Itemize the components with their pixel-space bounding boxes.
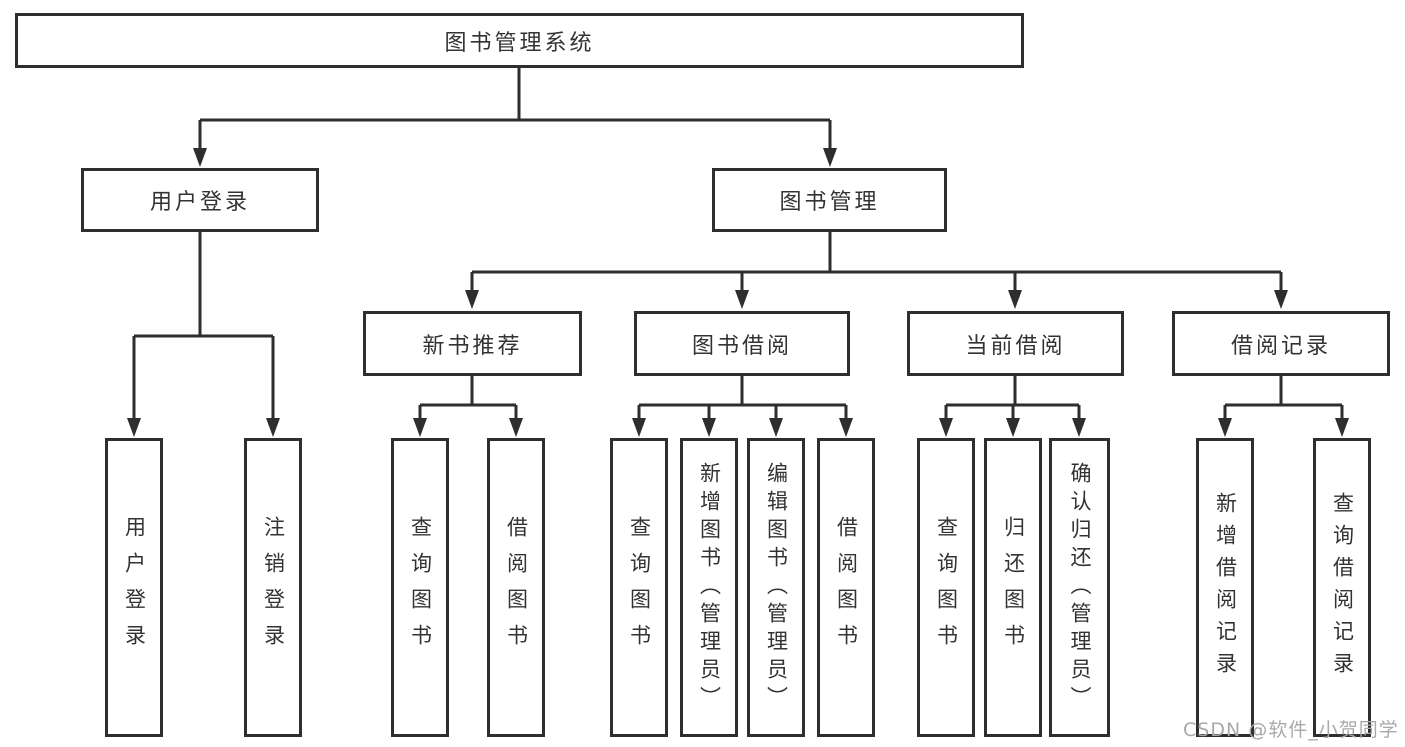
node-library-system: 图书管理系统 bbox=[15, 13, 1024, 68]
node-new-book-recommend: 新书推荐 bbox=[363, 311, 582, 376]
node-label: 当前借阅 bbox=[965, 333, 1066, 359]
node-label: 新增借阅记录 bbox=[1213, 491, 1238, 684]
arrowhead-group bbox=[127, 148, 1349, 437]
leaf-add-borrow-record: 新增借阅记录 bbox=[1196, 438, 1254, 737]
leaf-logout: 注销登录 bbox=[244, 438, 302, 737]
node-label: 确认归还（管理员） bbox=[1068, 461, 1092, 714]
leaf-borrow-books: 借阅图书 bbox=[817, 438, 875, 737]
node-label: 归还图书 bbox=[1001, 515, 1026, 660]
node-label: 用户登录 bbox=[122, 515, 147, 660]
leaf-borrow-books-recommend: 借阅图书 bbox=[487, 438, 545, 737]
node-label: 图书管理系统 bbox=[444, 30, 595, 56]
leaf-confirm-return-admin: 确认归还（管理员） bbox=[1049, 438, 1110, 737]
leaf-return-books: 归还图书 bbox=[984, 438, 1042, 737]
node-current-borrowing: 当前借阅 bbox=[907, 311, 1124, 376]
node-label: 查询图书 bbox=[627, 515, 652, 660]
node-user-login: 用户登录 bbox=[81, 168, 319, 232]
csdn-watermark: CSDN @软件_小贺同学 bbox=[1183, 719, 1399, 741]
leaf-edit-books-admin: 编辑图书（管理员） bbox=[747, 438, 805, 737]
node-label: 新增图书（管理员） bbox=[697, 461, 722, 714]
node-label: 图书管理 bbox=[779, 190, 880, 215]
leaf-user-login: 用户登录 bbox=[105, 438, 163, 737]
node-label: 借阅图书 bbox=[504, 515, 529, 660]
node-book-management: 图书管理 bbox=[712, 168, 947, 232]
node-label: 图书借阅 bbox=[691, 333, 792, 359]
node-borrowing-records: 借阅记录 bbox=[1172, 311, 1390, 376]
node-label: 借阅记录 bbox=[1230, 333, 1331, 359]
node-label: 编辑图书（管理员） bbox=[764, 461, 789, 714]
leaf-add-books-admin: 新增图书（管理员） bbox=[680, 438, 738, 737]
node-label: 用户登录 bbox=[149, 190, 250, 215]
leaf-query-books-recommend: 查询图书 bbox=[391, 438, 449, 737]
node-label: 注销登录 bbox=[261, 515, 286, 660]
node-label: 借阅图书 bbox=[834, 515, 859, 660]
leaf-query-borrow-record: 查询借阅记录 bbox=[1313, 438, 1371, 737]
node-book-borrowing: 图书借阅 bbox=[634, 311, 850, 376]
node-label: 查询图书 bbox=[408, 515, 433, 660]
node-label: 查询图书 bbox=[934, 515, 959, 660]
node-label: 新书推荐 bbox=[422, 333, 523, 359]
leaf-query-books-current: 查询图书 bbox=[917, 438, 975, 737]
leaf-query-books-borrowing: 查询图书 bbox=[610, 438, 668, 737]
node-label: 查询借阅记录 bbox=[1330, 491, 1355, 684]
